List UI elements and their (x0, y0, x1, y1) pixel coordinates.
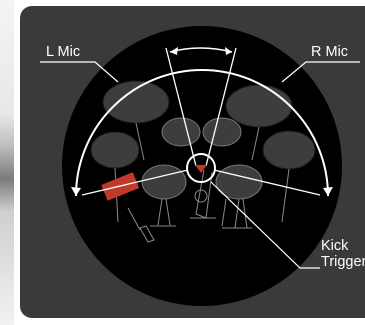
kick-trigger-label-line2: Trigger (321, 255, 365, 270)
ride-cymbal (263, 131, 315, 169)
snare-drum (142, 165, 186, 199)
tom-1 (162, 118, 200, 146)
right-mic-label: R Mic (311, 45, 348, 60)
tom-2 (203, 118, 241, 146)
crash-cymbal-left (103, 81, 169, 123)
kick-trigger-label-line1: Kick (321, 239, 348, 254)
left-mic-label: L Mic (46, 45, 80, 60)
hihat-cymbal (91, 132, 139, 168)
crash-cymbal-right (226, 85, 292, 127)
